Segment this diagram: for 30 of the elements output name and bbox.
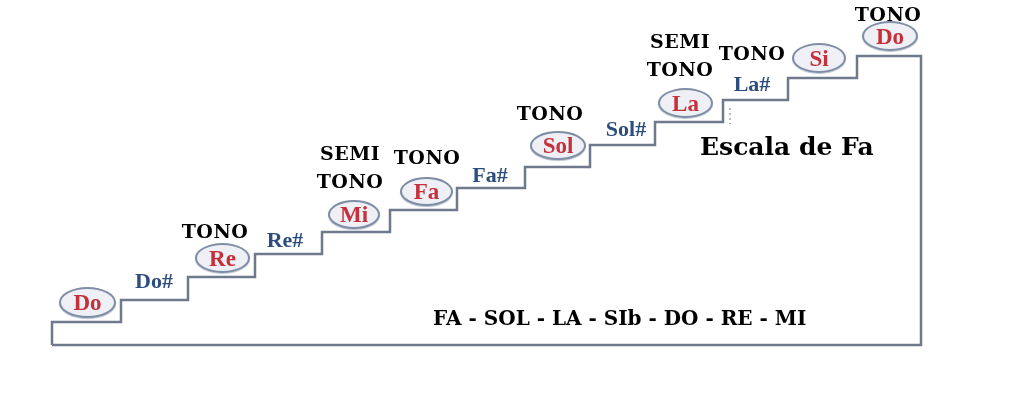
note-name: Do — [875, 24, 905, 48]
note-oval — [328, 200, 380, 229]
sharp-note-label: Do# — [135, 270, 173, 292]
note-name: Mi — [339, 203, 369, 226]
note-name: Re — [209, 246, 236, 270]
note-oval — [658, 88, 713, 118]
sharp-note-label: La# — [733, 73, 771, 95]
note-oval — [792, 43, 846, 73]
note-name: Fa — [413, 180, 440, 203]
scale-title: Escala de Fa — [700, 133, 874, 161]
interval-label: TONO — [718, 41, 786, 66]
note-oval — [400, 177, 453, 206]
note-oval — [862, 21, 918, 51]
interval-label: TONO — [393, 145, 461, 170]
interval-label: SEMI TONO — [316, 141, 384, 194]
interval-label: SEMI TONO — [646, 29, 714, 82]
note-oval — [530, 131, 586, 160]
sharp-note-label: Sol# — [605, 118, 647, 140]
note-oval — [59, 287, 116, 318]
sharp-note-label: Re# — [266, 229, 304, 251]
interval-label: TONO — [181, 219, 249, 244]
note-oval — [195, 243, 250, 273]
scale-notes-text: FA - SOL - LA - SIb - DO - RE - MI — [433, 307, 807, 329]
note-name: Do — [73, 291, 102, 314]
note-name: La — [672, 91, 699, 115]
note-name: Sol — [542, 134, 574, 157]
interval-label: TONO — [854, 2, 922, 27]
interval-label: TONO — [516, 101, 584, 126]
note-name: Si — [809, 46, 829, 70]
sharp-note-label: Fa# — [472, 164, 508, 186]
